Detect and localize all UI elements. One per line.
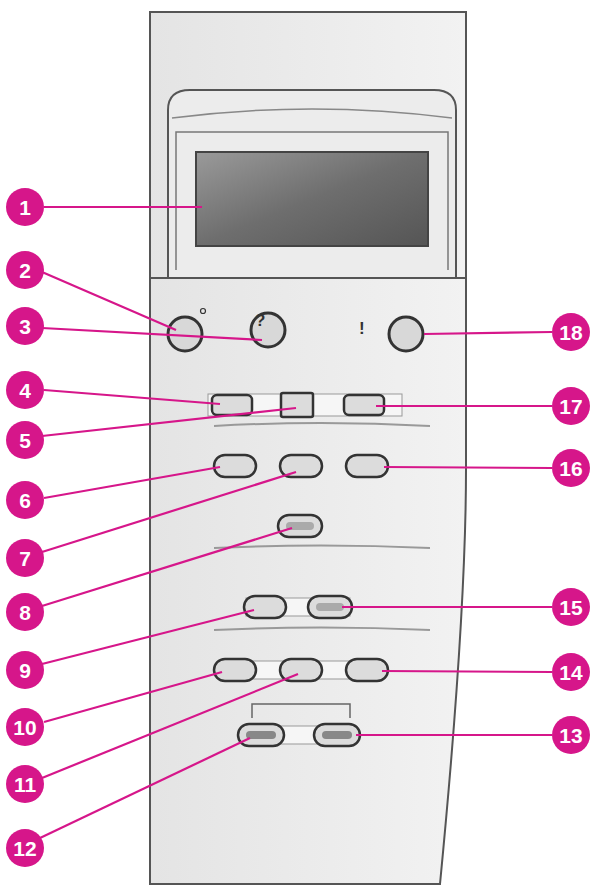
callout-number: 7 [6,539,44,577]
callout-number: 4 [6,371,44,409]
button-symbol: ! [359,320,365,337]
callout-label: 4 [19,380,31,401]
callout-label: 17 [559,396,582,417]
callout-number: 10 [6,708,44,746]
callout-number: 17 [552,387,590,425]
callout-label: 15 [559,597,582,618]
callout-number: 11 [6,765,44,803]
callout-label: 8 [19,602,31,623]
callout-label: 6 [19,490,31,511]
callout-label: 14 [559,662,582,683]
callout-number: 3 [6,307,44,345]
callout-number: 18 [552,313,590,351]
callout-label: 7 [19,548,31,569]
callout-number: 12 [6,829,44,867]
callout-label: 3 [19,316,31,337]
callout-number: 2 [6,251,44,289]
callout-label: 9 [19,660,31,681]
callout-label: 11 [14,774,36,795]
callout-number: 6 [6,481,44,519]
callout-number: 14 [552,653,590,691]
callout-label: 1 [19,197,31,218]
callout-number: 9 [6,651,44,689]
callout-label: 5 [19,430,31,451]
callout-number: 15 [552,588,590,626]
callout-number: 8 [6,593,44,631]
callout-number: 5 [6,421,44,459]
callout-number: 1 [6,188,44,226]
callout-label: 16 [559,458,582,479]
callout-label: 12 [13,838,36,859]
callout-label: 13 [559,725,582,746]
callout-number: 13 [552,716,590,754]
callout-label: 18 [559,322,582,343]
callout-label: 10 [13,717,36,738]
callout-number: 16 [552,449,590,487]
callout-label: 2 [19,260,31,281]
button-symbol: ? [255,312,265,329]
